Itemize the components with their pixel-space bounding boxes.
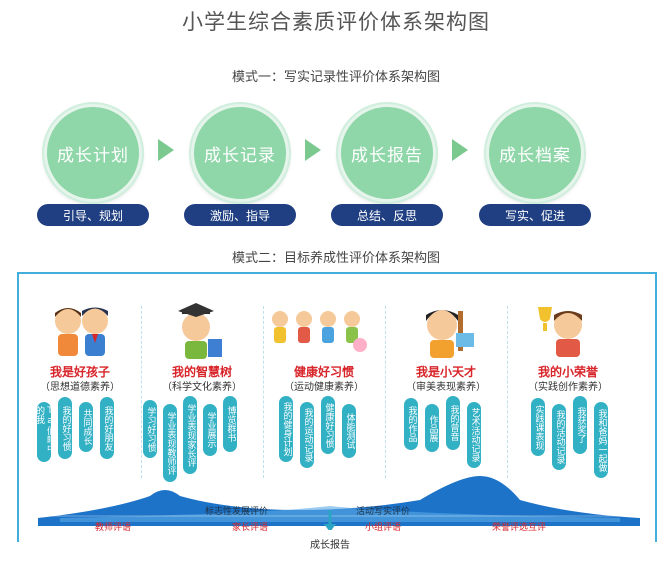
category-title: 我是小天才 xyxy=(415,365,476,379)
evaluation-wave-band xyxy=(38,476,640,530)
step-tag-archive: 写实、促进 xyxy=(479,204,591,226)
arrow-right-icon xyxy=(158,139,174,161)
item-pill: 体能测试 xyxy=(342,404,356,458)
divider xyxy=(385,306,386,478)
item-pill: 我的作品 xyxy=(404,398,418,450)
category-title: 我的智慧树 xyxy=(171,365,232,379)
item-pill: 学业展示 xyxy=(203,404,217,456)
category-subtitle: （运动健康素养） xyxy=(284,382,364,393)
category-subtitle: （审美表现素养） xyxy=(406,382,486,393)
item-pill: 我和爸妈一起做 xyxy=(594,402,608,478)
category-title: 我是好孩子 xyxy=(49,365,110,379)
category-subtitle: （思想道德素养） xyxy=(40,382,120,393)
divider xyxy=(507,306,508,478)
item-pill: 艺术活动记录 xyxy=(467,402,481,468)
growth-report-label: 成长报告 xyxy=(310,540,350,551)
kids-illustration-icon xyxy=(55,307,108,356)
item-pill: 共同成长 xyxy=(79,402,93,452)
category-subtitle: （科学文化素养） xyxy=(162,382,242,393)
item-pill: 我的好习惯 xyxy=(58,397,72,459)
sports-kids-illustration-icon xyxy=(272,311,367,352)
band-label: 活动写实评价 xyxy=(356,507,411,517)
divider xyxy=(263,306,264,478)
item-pill: 实践课表现 xyxy=(531,398,545,456)
item-pill: 我的健身计划 xyxy=(279,396,293,462)
category-subtitle: （实践创作素养） xyxy=(528,382,608,393)
step-circle-record: 成长记录 xyxy=(191,104,289,202)
step-circle-report: 成长报告 xyxy=(338,104,436,202)
arrow-right-icon xyxy=(452,139,468,161)
step-tag-plan: 引导、规划 xyxy=(37,204,149,226)
scholar-illustration-icon xyxy=(178,303,222,359)
item-pill: 学业表现家长评 xyxy=(183,396,197,474)
step-circle-archive: 成长档案 xyxy=(486,104,584,202)
mode1-title: 模式一：写实记录性评价体系架构图 xyxy=(231,70,440,85)
item-pill: 学习好习惯 xyxy=(143,400,157,458)
evaluator-label: 荣誉评选互评 xyxy=(492,523,547,533)
step-tag-report: 总结、反思 xyxy=(331,204,443,226)
item-pill: 我的好朋友 xyxy=(100,397,114,459)
item-pill: Ta们眼中的我 xyxy=(34,402,55,462)
artist-illustration-icon xyxy=(426,310,474,358)
evaluator-label: 小组评语 xyxy=(365,523,402,533)
evaluator-label: 家长评语 xyxy=(232,523,269,533)
page-title: 小学生综合素质评价体系架构图 xyxy=(182,10,490,34)
arrow-right-icon xyxy=(305,139,321,161)
item-pill: 作品展 xyxy=(425,404,439,452)
divider xyxy=(141,306,142,478)
item-pill: 我的运动记录 xyxy=(300,402,314,468)
category-title: 健康好习惯 xyxy=(293,365,354,379)
item-pill: 我的活动记录 xyxy=(552,404,566,470)
evaluator-label: 教师评语 xyxy=(95,523,132,533)
trophy-kid-illustration-icon xyxy=(538,307,582,357)
item-pill: 我的曾音 xyxy=(446,396,460,450)
band-label: 标志性发展评价 xyxy=(205,507,269,517)
mode2-title: 模式二：目标养成性评价体系架构图 xyxy=(231,251,440,266)
mode2-frame xyxy=(17,272,657,542)
step-tag-record: 激励、指导 xyxy=(184,204,296,226)
step-circle-plan: 成长计划 xyxy=(44,104,142,202)
item-pill: 学业表现教师评 xyxy=(163,404,177,482)
item-pill: 博览群书 xyxy=(223,396,237,452)
item-pill: 我获奖了 xyxy=(573,396,587,454)
category-title: 我的小荣誉 xyxy=(537,365,598,379)
item-pill: 健康好习惯 xyxy=(321,396,335,454)
